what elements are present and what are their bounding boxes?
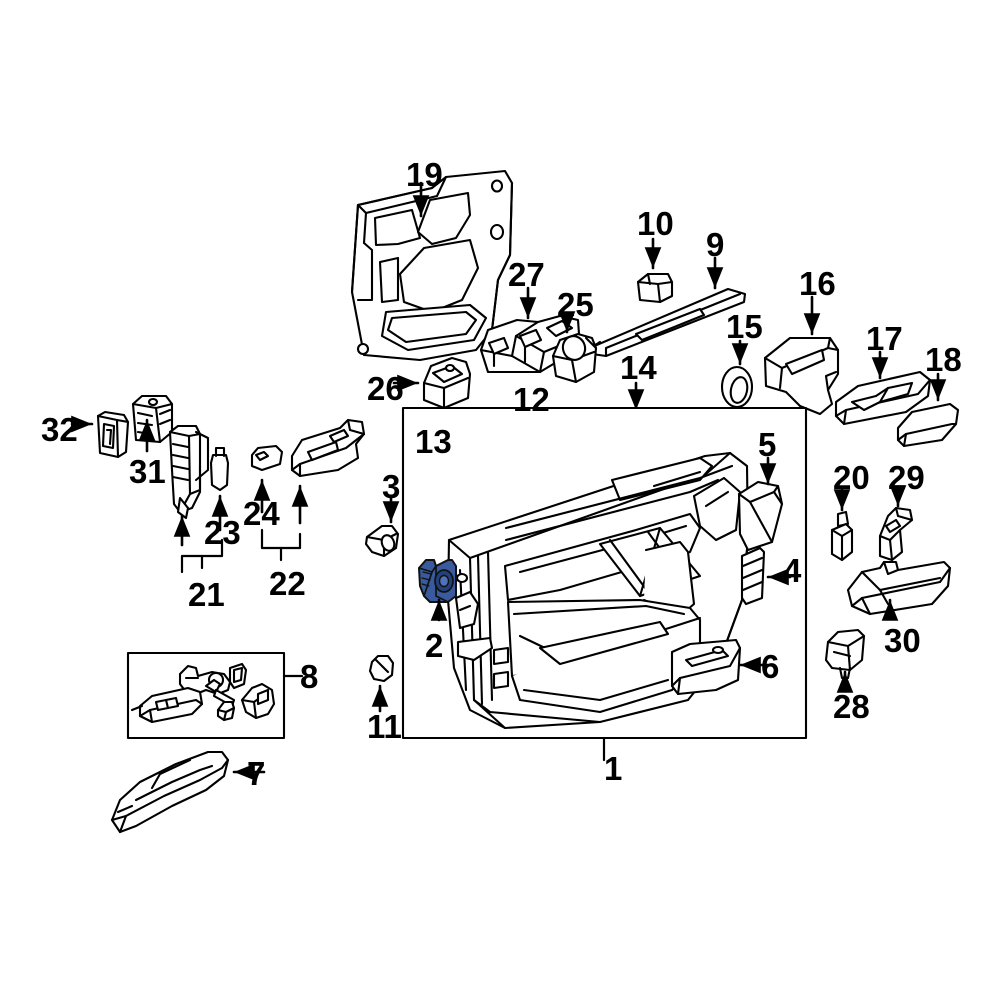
part-8-kit-contents (130, 662, 276, 724)
callout-22: 22 (269, 565, 306, 602)
callout-9: 9 (706, 226, 725, 263)
part-2-speaker-tweeter (418, 559, 457, 603)
callout-2: 2 (425, 627, 444, 664)
callout-1: 1 (604, 750, 623, 787)
part-15-grommet (720, 365, 754, 409)
callout-13: 13 (415, 423, 452, 460)
part-32-switch-insert (96, 410, 130, 459)
callout-28: 28 (833, 688, 870, 725)
part-7-armrest-pad (110, 750, 230, 834)
callout-19: 19 (406, 156, 443, 193)
part-28-bushing-block (824, 628, 866, 680)
part-17-handle-bezel (834, 370, 932, 426)
part-29-clip-bracket (878, 506, 914, 562)
callout-4: 4 (783, 552, 802, 589)
callout-26: 26 (367, 370, 404, 407)
callout-29: 29 (888, 459, 925, 496)
part-16-corner-cover (763, 336, 840, 416)
callout-17: 17 (866, 320, 903, 357)
part-21-courtesy-lamp (168, 424, 210, 520)
callout-16: 16 (799, 265, 836, 302)
part-3-retainer-clip (364, 524, 400, 558)
callout-12: 12 (513, 381, 550, 418)
callout-32: 32 (41, 411, 78, 448)
part-6-pocket-trim (670, 638, 742, 696)
part-11-cap-plug (368, 654, 395, 683)
callout-10: 10 (637, 205, 674, 242)
callout-15: 15 (726, 308, 763, 345)
part-23-bulb (209, 446, 230, 492)
callout-8: 8 (300, 658, 319, 695)
part-4-vent-grille (740, 546, 766, 606)
part-31-relay-connector (131, 394, 174, 444)
part-9-upper-molding (590, 287, 747, 358)
callout-30: 30 (884, 622, 921, 659)
callout-25: 25 (557, 286, 594, 323)
part-24-lamp-lens (250, 444, 284, 472)
callout-7: 7 (247, 755, 266, 792)
callout-21: 21 (188, 576, 225, 613)
part-19-water-shield (350, 169, 514, 362)
callout-11: 11 (367, 708, 402, 745)
part-10-switch-cap (636, 272, 674, 304)
part-22-lamp-housing (290, 418, 366, 478)
part-30-pull-trim (846, 560, 952, 616)
callout-18: 18 (925, 341, 962, 378)
part-25-mirror-switch (551, 332, 598, 384)
callout-23: 23 (204, 514, 241, 551)
callout-27: 27 (508, 256, 545, 293)
callout-5: 5 (758, 426, 777, 463)
callout-31: 31 (129, 453, 166, 490)
callout-24: 24 (243, 495, 280, 532)
callout-6: 6 (761, 648, 780, 685)
callout-20: 20 (833, 459, 870, 496)
part-26-single-switch (422, 356, 472, 410)
callout-14: 14 (620, 349, 657, 386)
callout-3: 3 (382, 468, 401, 505)
part-20-pin-stud (830, 510, 854, 562)
part-18-trim-plate (896, 402, 960, 448)
